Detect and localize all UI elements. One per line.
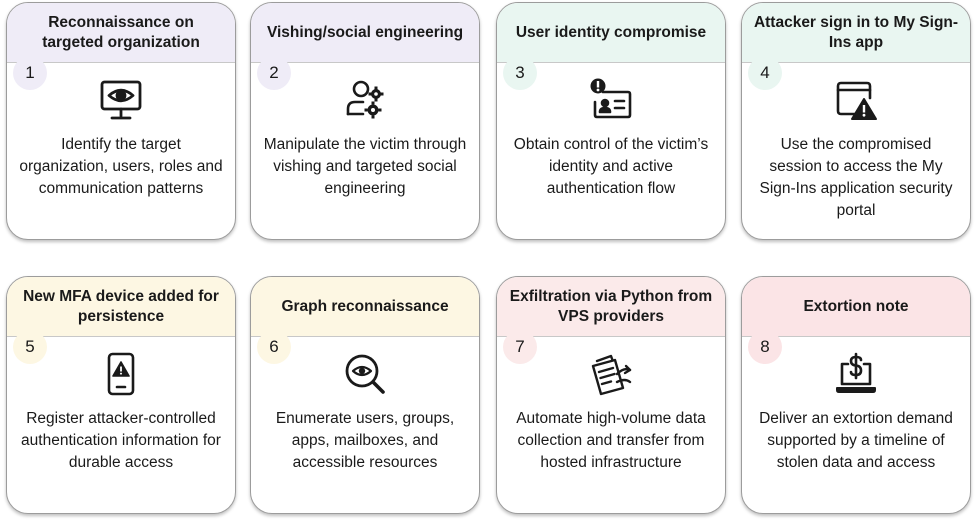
step-title: User identity compromise: [497, 3, 725, 63]
step-card-8: Extortion note 8 Deliver an extortion de…: [741, 276, 971, 514]
step-card-5: New MFA device added for persistence 5 R…: [6, 276, 236, 514]
id-card-alert-icon: [589, 78, 633, 122]
step-card-1: Reconnaissance on targeted organization …: [6, 2, 236, 240]
step-title: New MFA device added for persistence: [7, 277, 235, 337]
step-number-badge: 8: [748, 330, 782, 364]
documents-transfer-icon: [589, 352, 633, 396]
step-card-6: Graph reconnaissance 6 Enumerate users, …: [250, 276, 480, 514]
step-description: Manipulate the victim through vishing an…: [263, 136, 467, 197]
step-title: Graph reconnaissance: [251, 277, 479, 337]
user-gear-icon: [343, 78, 387, 122]
step-title: Exfiltration via Python from VPS provide…: [497, 277, 725, 337]
step-description: Obtain control of the victim’s identity …: [513, 136, 709, 197]
step-description: Deliver an extortion demand supported by…: [759, 410, 953, 471]
laptop-money-icon: [834, 352, 878, 396]
step-description: Use the compromised session to access th…: [759, 136, 953, 219]
step-number-badge: 1: [13, 56, 47, 90]
step-number-badge: 7: [503, 330, 537, 364]
window-warning-icon: [834, 78, 878, 122]
step-number-badge: 4: [748, 56, 782, 90]
step-title: Vishing/social engineering: [251, 3, 479, 63]
step-description: Identify the target organization, users,…: [19, 136, 223, 197]
step-card-4: Attacker sign in to My Sign-Ins app 4 Us…: [741, 2, 971, 240]
step-card-3: User identity compromise 3 Obtain contro…: [496, 2, 726, 240]
step-number-badge: 6: [257, 330, 291, 364]
search-eye-icon: [343, 352, 387, 396]
step-card-2: Vishing/social engineering 2 Manipulate …: [250, 2, 480, 240]
step-card-7: Exfiltration via Python from VPS provide…: [496, 276, 726, 514]
step-title: Reconnaissance on targeted organization: [7, 3, 235, 63]
step-description: Automate high-volume data collection and…: [516, 410, 706, 471]
step-number-badge: 2: [257, 56, 291, 90]
monitor-eye-icon: [99, 78, 143, 122]
step-title: Extortion note: [742, 277, 970, 337]
step-title: Attacker sign in to My Sign-Ins app: [742, 3, 970, 63]
step-number-badge: 5: [13, 330, 47, 364]
phone-warning-icon: [99, 352, 143, 396]
step-number-badge: 3: [503, 56, 537, 90]
step-description: Enumerate users, groups, apps, mailboxes…: [275, 410, 455, 471]
step-description: Register attacker-controlled authenticat…: [21, 410, 221, 471]
